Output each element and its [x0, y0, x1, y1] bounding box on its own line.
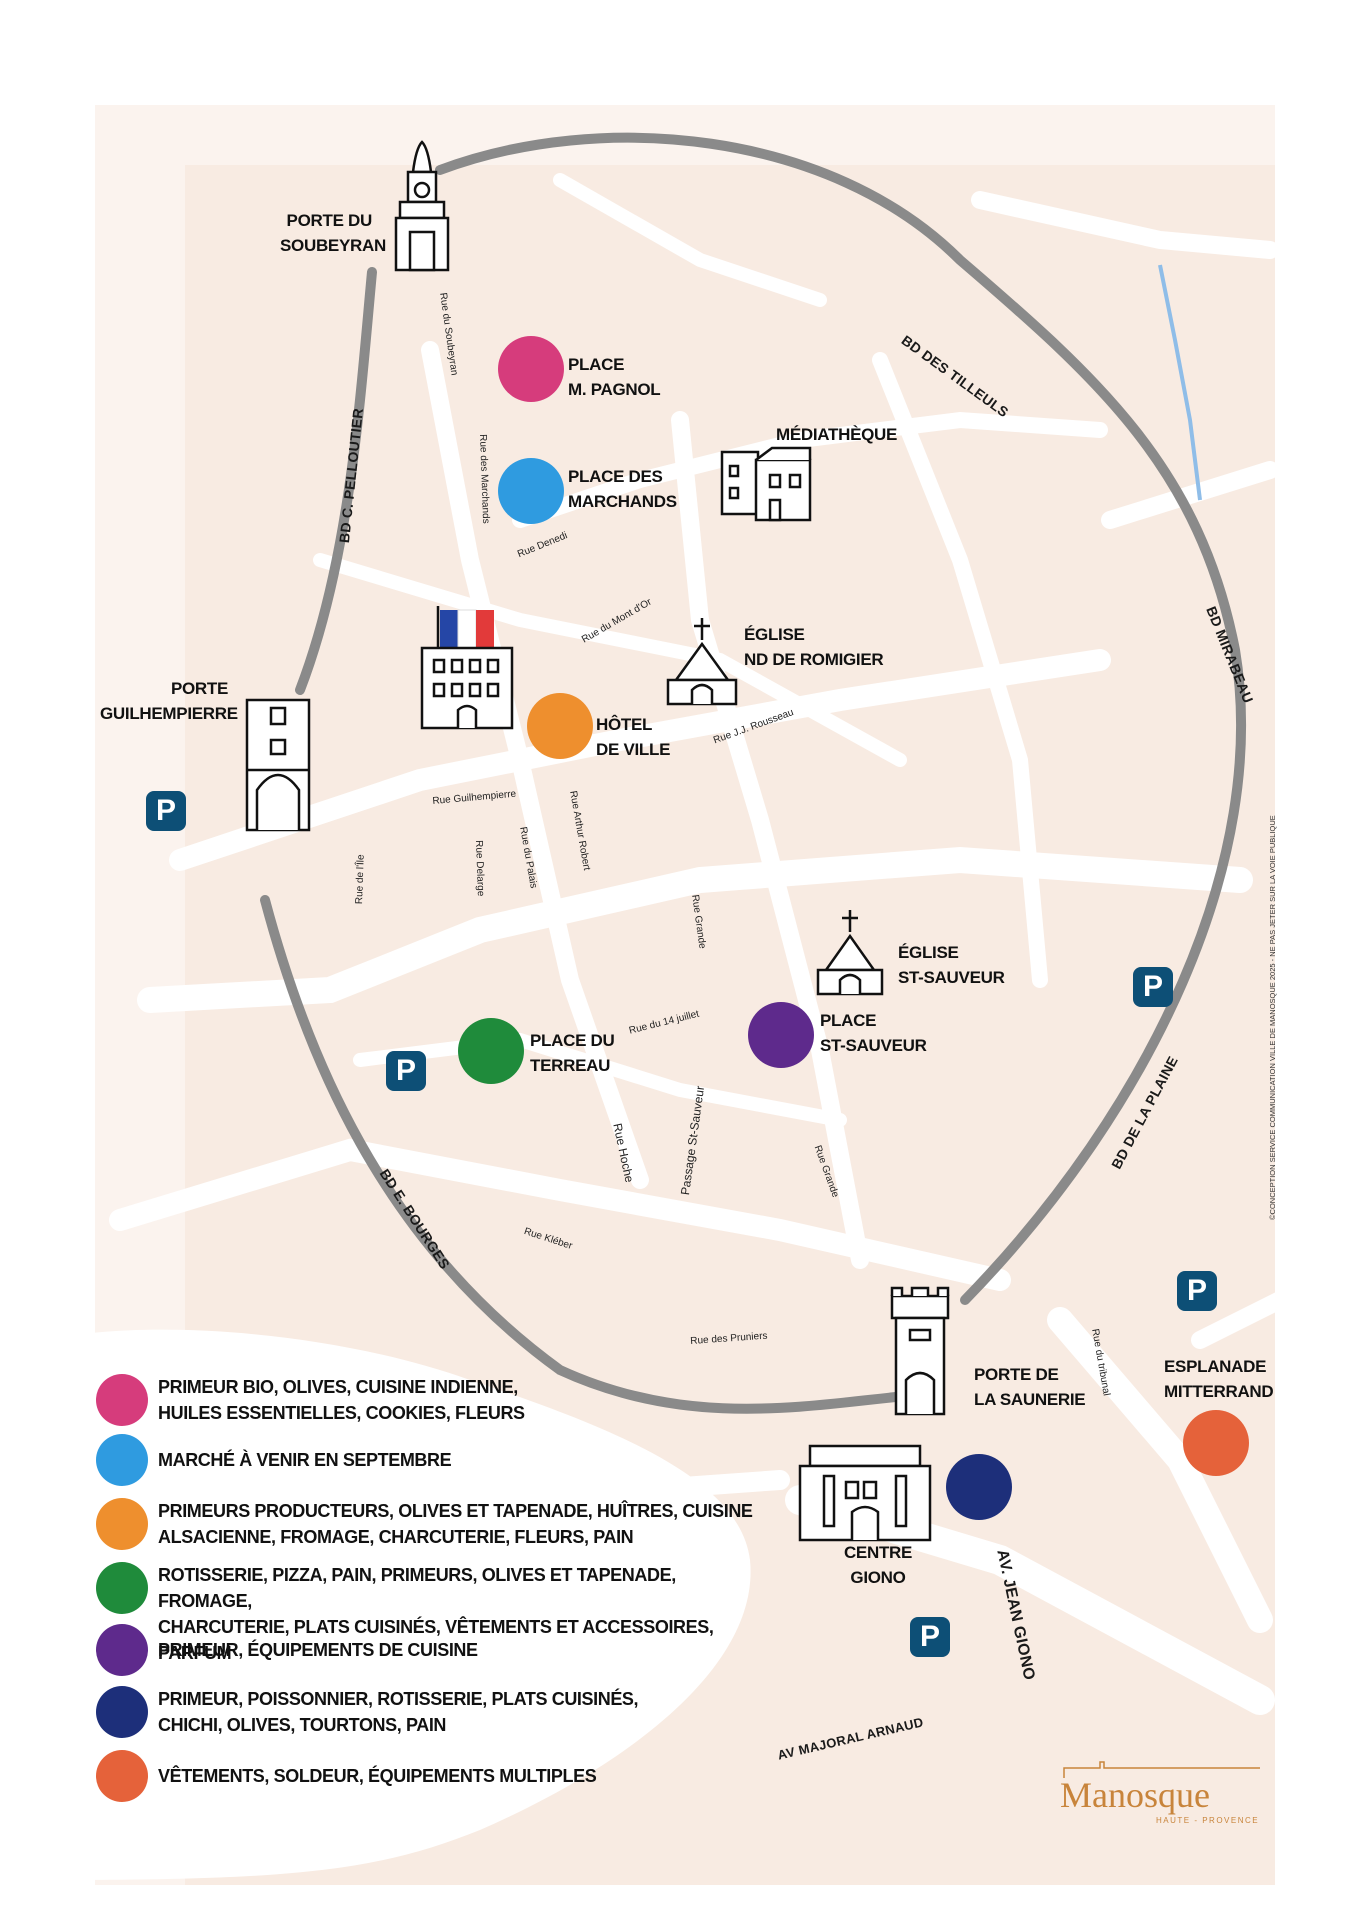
parking-sign-terreau: P: [386, 1051, 426, 1091]
label-line: PLACE DU: [530, 1031, 615, 1050]
legend-text: PRIMEUR, ÉQUIPEMENTS DE CUISINE: [158, 1637, 478, 1663]
legend-text: MARCHÉ À VENIR EN SEPTEMBRE: [158, 1447, 452, 1473]
parking-sign-giono: P: [910, 1617, 950, 1657]
label-line: TERREAU: [530, 1056, 611, 1075]
label-line: PLACE DES: [568, 467, 663, 486]
logo-subtitle: HAUTE - PROVENCE: [1156, 1816, 1260, 1825]
parking-sign-mirabeau: P: [1133, 967, 1173, 1007]
label-place-marchands: PLACE DES MARCHANDS: [568, 464, 677, 514]
legend-line: PRIMEUR BIO, OLIVES, CUISINE INDIENNE,: [158, 1377, 518, 1397]
parking-sign-guilhempierre: P: [146, 791, 186, 831]
legend-dot: [96, 1750, 148, 1802]
legend-line: CHARCUTERIE, PLATS CUISINÉS, VÊTEMENTS E…: [158, 1617, 714, 1663]
porte-guilhempierre-icon: [245, 698, 311, 832]
label-place-pagnol: PLACE M. PAGNOL: [568, 352, 661, 402]
label-line: MARCHANDS: [568, 492, 677, 511]
label-line: CENTRE: [843, 1543, 913, 1562]
legend-dot: [96, 1624, 148, 1676]
legend-text: ROTISSERIE, PIZZA, PAIN, PRIMEURS, OLIVE…: [158, 1562, 756, 1666]
label-line: ST-SAUVEUR: [820, 1036, 927, 1055]
label-hotel-de-ville: HÔTEL DE VILLE: [596, 712, 670, 762]
legend-line: ROTISSERIE, PIZZA, PAIN, PRIMEURS, OLIVE…: [158, 1565, 676, 1611]
marker-centre-giono: [946, 1454, 1012, 1520]
legend-line: MARCHÉ À VENIR EN SEPTEMBRE: [158, 1450, 452, 1470]
label-line: PLACE: [820, 1011, 877, 1030]
legend-dot: [96, 1686, 148, 1738]
river: [1158, 264, 1202, 501]
legend-line: PRIMEURS PRODUCTEURS, OLIVES ET TAPENADE…: [158, 1501, 753, 1521]
label-line: MITTERRAND: [1164, 1382, 1274, 1401]
label-line: ND DE ROMIGIER: [744, 650, 884, 669]
marker-place-st-sauveur: [748, 1002, 814, 1068]
legend-dot: [96, 1374, 148, 1426]
label-centre-giono: CENTRE GIONO: [842, 1540, 914, 1590]
legend-text: PRIMEUR BIO, OLIVES, CUISINE INDIENNE, H…: [158, 1374, 525, 1426]
label-esplanade: ESPLANADE MITTERRAND: [1164, 1354, 1274, 1404]
legend-line: VÊTEMENTS, SOLDEUR, ÉQUIPEMENTS MULTIPLE…: [158, 1766, 597, 1786]
mediatheque-icon: [720, 446, 812, 522]
marker-place-pagnol: [498, 336, 564, 402]
label-line: DE VILLE: [596, 740, 671, 759]
label-line: PORTE: [170, 679, 228, 698]
legend-line: HUILES ESSENTIELLES, COOKIES, FLEURS: [158, 1403, 525, 1423]
label-line: ÉGLISE: [744, 625, 805, 644]
legend-text: VÊTEMENTS, SOLDEUR, ÉQUIPEMENTS MULTIPLE…: [158, 1763, 597, 1789]
legend-line: PRIMEUR, POISSONNIER, ROTISSERIE, PLATS …: [158, 1689, 639, 1709]
label-line: ESPLANADE: [1164, 1357, 1267, 1376]
label-place-st-sauveur: PLACE ST-SAUVEUR: [820, 1008, 927, 1058]
centre-giono-icon: [798, 1444, 932, 1542]
marker-place-terreau: [458, 1018, 524, 1084]
label-line: PLACE: [568, 355, 625, 374]
marker-place-marchands: [498, 458, 564, 524]
label-porte-saunerie: PORTE DE LA SAUNERIE: [974, 1362, 1086, 1412]
label-eglise-romigier: ÉGLISE ND DE ROMIGIER: [744, 622, 884, 672]
label-line: SOUBEYRAN: [280, 236, 386, 255]
marker-esplanade: [1183, 1410, 1249, 1476]
marker-hotel-de-ville: [527, 693, 593, 759]
label-eglise-st-sauveur: ÉGLISE ST-SAUVEUR: [898, 940, 1005, 990]
hotel-de-ville-icon: [420, 606, 514, 730]
map-fade-top: [95, 105, 1275, 165]
porte-soubeyran-icon: [394, 140, 450, 272]
label-line: ÉGLISE: [898, 943, 959, 962]
legend-line: PRIMEUR, ÉQUIPEMENTS DE CUISINE: [158, 1640, 478, 1660]
eglise-st-sauveur-icon: [816, 910, 884, 996]
ring-boulevard: [260, 132, 1247, 1414]
label-line: ST-SAUVEUR: [898, 968, 1005, 987]
legend-text: PRIMEURS PRODUCTEURS, OLIVES ET TAPENADE…: [158, 1498, 753, 1550]
label-line: GUILHEMPIERRE: [100, 704, 238, 723]
parking-sign-tribunal: P: [1177, 1271, 1217, 1311]
label-mediatheque: MÉDIATHÈQUE: [776, 422, 897, 447]
legend-text: PRIMEUR, POISSONNIER, ROTISSERIE, PLATS …: [158, 1686, 639, 1738]
label-place-terreau: PLACE DU TERREAU: [530, 1028, 615, 1078]
label-porte-soubeyran: PORTE DU SOUBEYRAN: [280, 208, 386, 258]
legend-dot: [96, 1434, 148, 1486]
label-line: M. PAGNOL: [568, 380, 661, 399]
legend-line: CHICHI, OLIVES, TOURTONS, PAIN: [158, 1715, 447, 1735]
legend-line: ALSACIENNE, FROMAGE, CHARCUTERIE, FLEURS…: [158, 1527, 634, 1547]
label-line: MÉDIATHÈQUE: [776, 425, 898, 444]
label-line: PORTE DE: [974, 1365, 1059, 1384]
label-line: HÔTEL: [596, 715, 653, 734]
legend-dot: [96, 1562, 148, 1614]
label-line: PORTE DU: [286, 211, 373, 230]
logo-name: Manosque: [1060, 1775, 1210, 1815]
legend-dot: [96, 1498, 148, 1550]
porte-saunerie-icon: [890, 1286, 950, 1416]
logo-house-icon: [1063, 1761, 1260, 1778]
eglise-romigier-icon: [666, 618, 738, 706]
label-line: GIONO: [850, 1568, 906, 1587]
label-porte-guilhempierre: PORTE GUILHEMPIERRE: [100, 676, 238, 726]
label-line: LA SAUNERIE: [974, 1390, 1086, 1409]
